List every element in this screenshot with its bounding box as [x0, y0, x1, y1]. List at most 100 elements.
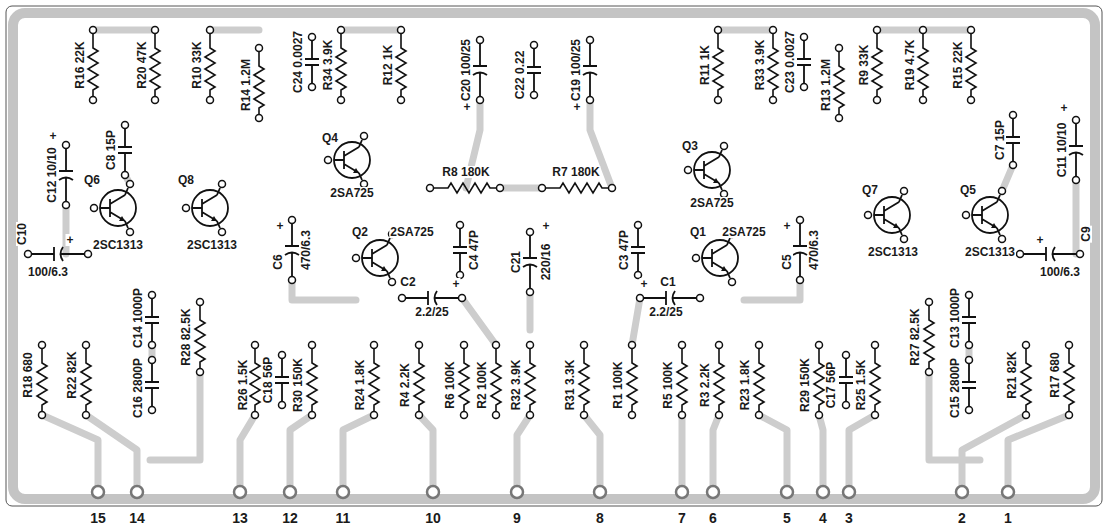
electrolytic-symbol [59, 142, 73, 209]
resistor-symbol [396, 27, 406, 104]
terminal-number: 8 [595, 511, 605, 525]
component-label: R26 1.5K [237, 359, 249, 412]
terminal-number: 7 [677, 511, 687, 525]
component-label: C15 2800P [949, 357, 961, 419]
polarity-mark: + [541, 220, 550, 232]
resistor-symbol [307, 342, 317, 419]
component-symbols [25, 27, 1084, 419]
component-label: R27 82.5K [909, 307, 921, 366]
component-label: C11 10/10 [1056, 122, 1068, 179]
resistor-symbol [414, 342, 424, 419]
polarity-mark: + [275, 220, 284, 232]
component-label: Q7 [861, 184, 879, 196]
component-label: R8 180K [441, 166, 490, 178]
component-label: R31 3.3K [564, 359, 576, 412]
resistor-symbol [714, 342, 724, 419]
component-label: R7 180K [551, 166, 600, 178]
resistor-symbol [579, 342, 589, 419]
resistor-symbol [525, 342, 535, 419]
terminal-number: 5 [782, 511, 792, 525]
polarity-mark: + [1059, 102, 1068, 114]
component-label: R30 150K [292, 357, 304, 413]
resistor-symbol [250, 342, 260, 419]
polarity-mark: + [639, 278, 648, 290]
polarity-mark: + [451, 278, 460, 290]
electrolytic-symbol [285, 217, 299, 284]
terminal-number: 10 [424, 511, 442, 525]
terminal-number: 15 [89, 511, 107, 525]
component-label: C10 [16, 222, 28, 246]
component-label: R13 1.2M [820, 58, 832, 112]
component-label: R22 82K [66, 350, 78, 399]
component-label: C24 0.0027 [292, 30, 304, 94]
component-label: C7 15P [994, 119, 1006, 161]
component-label: C19 100/25 [570, 38, 582, 102]
copper-border [13, 13, 1095, 499]
resistor-symbol [88, 27, 98, 104]
component-label: R17 680 [1049, 351, 1061, 398]
component-label: R18 680 [22, 351, 34, 398]
component-label: R24 1.8K [354, 359, 366, 412]
capacitor-symbol [118, 122, 132, 179]
component-label: C3 47P [618, 229, 630, 271]
component-label: R33 3.9K [754, 39, 766, 92]
terminal-number: 11 [335, 511, 352, 525]
component-label: R20 47K [136, 40, 148, 89]
component-label: R10 33K [191, 40, 203, 89]
component-label: 100/6.3 [1039, 266, 1081, 278]
component-label: R9 33K [858, 44, 870, 87]
resistor-symbol [627, 342, 637, 419]
resistor-symbol [150, 27, 160, 104]
component-label: R28 82.5K [180, 307, 192, 366]
capacitor-symbol [275, 352, 289, 409]
component-label: 2.2/25 [414, 306, 449, 318]
resistor-symbol [539, 183, 616, 193]
component-label: R25 1.5K [855, 359, 867, 412]
component-label: R6 100K [444, 360, 456, 409]
capacitor-symbol [962, 292, 976, 349]
capacitor-symbol [527, 42, 541, 99]
resistor-symbol [924, 299, 934, 376]
electrolytic-symbol [523, 229, 537, 296]
polarity-mark: + [572, 101, 581, 113]
polarity-mark: + [1035, 234, 1044, 246]
component-label: R16 22K [74, 40, 86, 89]
terminal-number: 1 [1003, 511, 1013, 525]
polarity-mark: + [48, 130, 57, 142]
component-label: R5 100K [662, 360, 674, 409]
component-label: 2SA725 [721, 226, 766, 238]
component-label: R1 100K [612, 360, 624, 409]
terminal-number: 14 [128, 511, 146, 525]
component-label: R29 150K [799, 357, 811, 413]
capacitor-symbol [1006, 112, 1020, 169]
resistor-symbol [713, 27, 723, 104]
component-label: Q8 [177, 174, 195, 186]
component-label: R11 1K [699, 44, 711, 86]
component-label: C4 47P [468, 229, 480, 271]
component-label: R23 1.8K [739, 359, 751, 412]
resistor-symbol [81, 342, 91, 419]
capacitor-symbol [797, 34, 811, 91]
electrolytic-symbol [793, 217, 807, 284]
board-edge [6, 6, 1102, 506]
transistor-symbol [91, 181, 137, 236]
component-label: C9 [1080, 225, 1092, 242]
component-label: R4 2.2K [399, 362, 411, 408]
resistor-symbol [754, 342, 764, 419]
component-label: Q2 [351, 226, 369, 238]
component-label: C2 [399, 276, 416, 288]
component-label: Q3 [681, 140, 699, 152]
component-label: R3 2.2K [699, 362, 711, 408]
component-label: 470/6.3 [808, 229, 820, 271]
resistor-symbol [195, 299, 205, 376]
component-label: R2 100K [476, 360, 488, 409]
electrolytic-symbol [1017, 247, 1084, 261]
component-label: C18 56P [262, 356, 274, 405]
component-label: R14 1.2M [240, 58, 252, 112]
resistor-symbol [918, 27, 928, 104]
component-label: 2.2/25 [648, 306, 683, 318]
terminal-number: 4 [818, 511, 828, 525]
component-label: 2SA725 [389, 226, 434, 238]
resistor-symbol [336, 27, 346, 104]
component-label: C23 0.0027 [784, 30, 796, 94]
